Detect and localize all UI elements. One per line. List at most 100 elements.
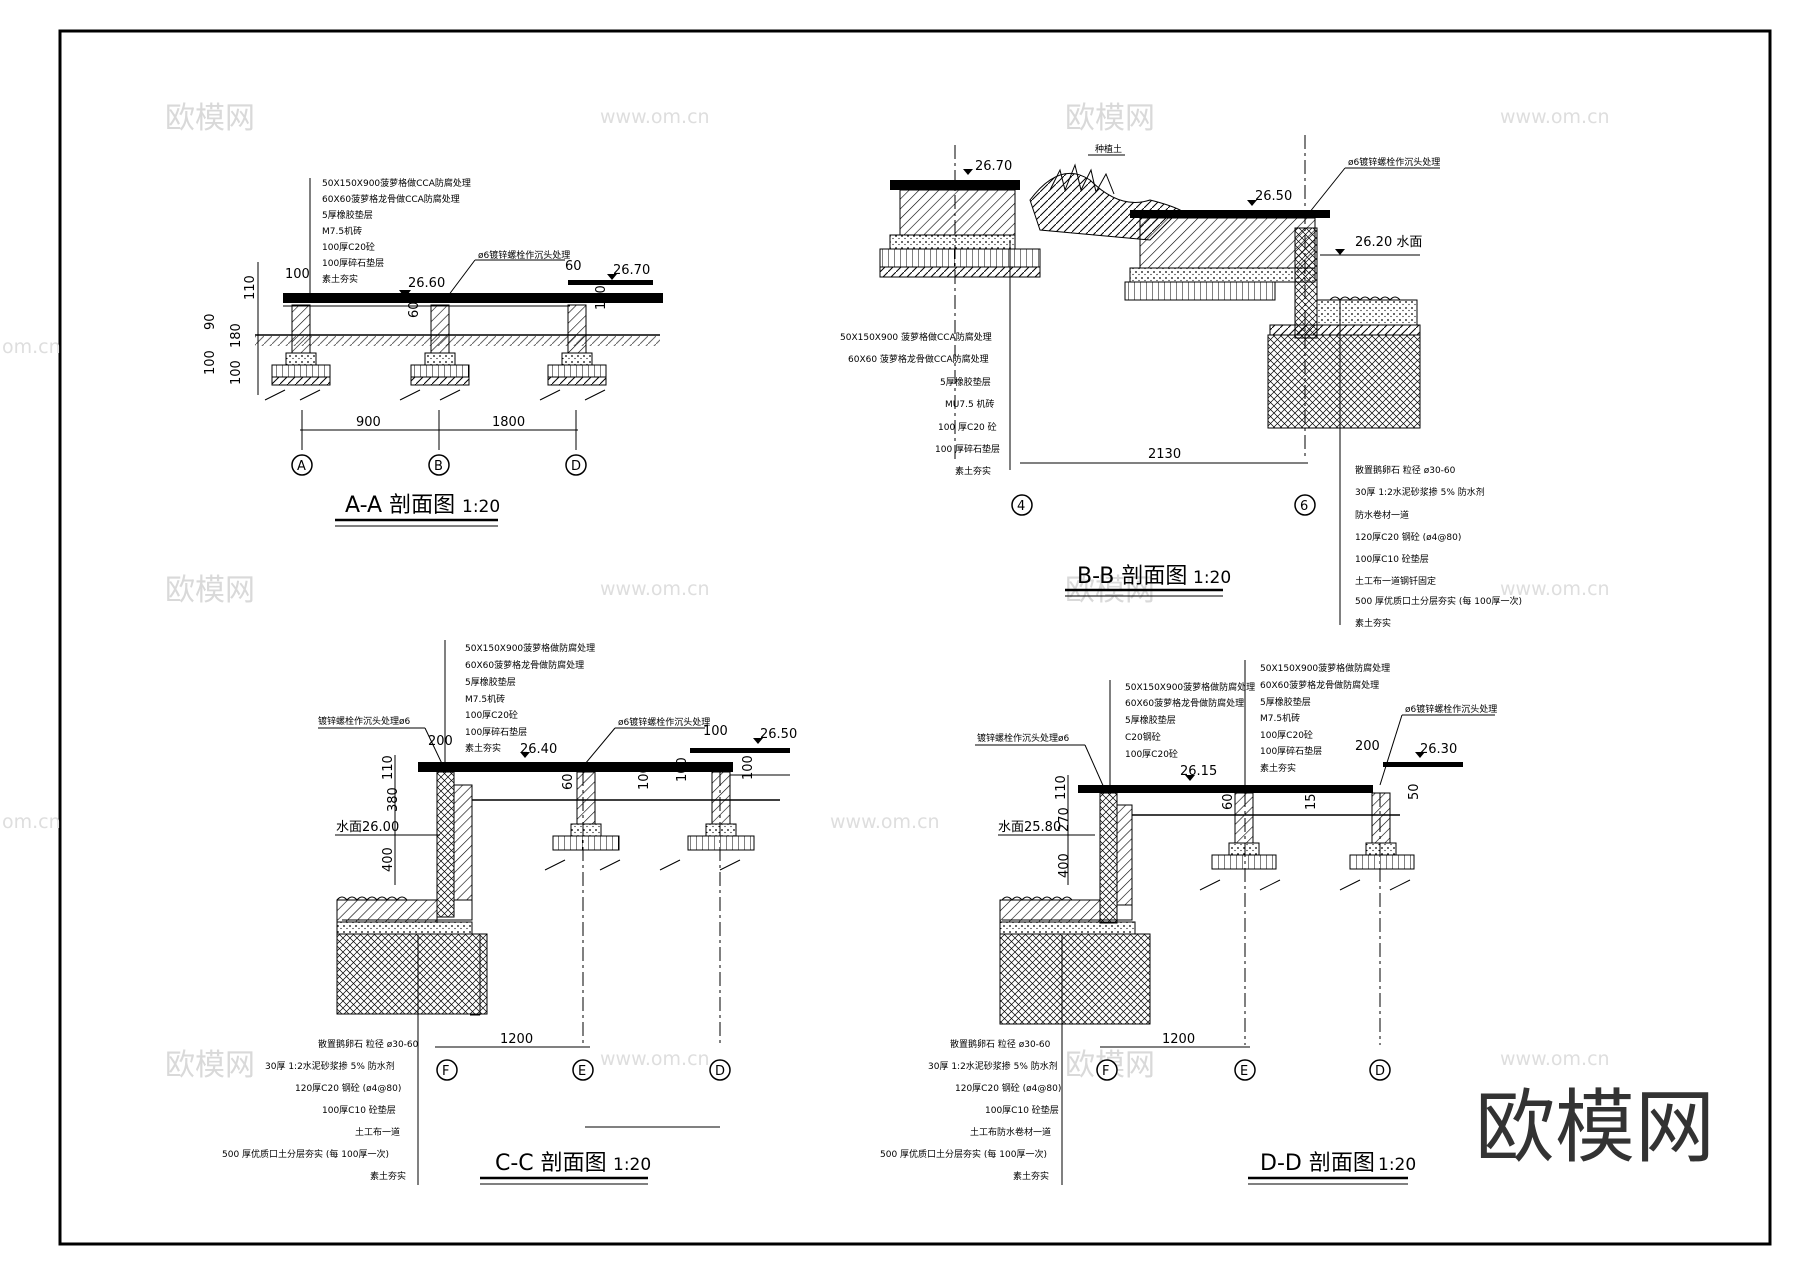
- watermark-site: www.om.cn: [600, 1048, 710, 1070]
- aa-dim: 180: [229, 323, 244, 348]
- bb-note: 60X60 菠萝格龙骨做CCA防腐处理: [848, 353, 989, 365]
- bb-axis-label: 6: [1300, 499, 1308, 514]
- dd-note: 100厚C20砼: [1125, 748, 1178, 760]
- cc-note: 500 厚优质口土分层夯实 (每 100厚一次): [222, 1148, 389, 1160]
- bb-axis-label: 4: [1017, 499, 1025, 514]
- dd-elevation: 26.30: [1420, 742, 1457, 757]
- dd-note: C20钢砼: [1125, 731, 1161, 743]
- bb-note: 100 厚碎石垫层: [935, 443, 1000, 455]
- bb-note: 散置鹅卵石 粒径 ø30-60: [1355, 464, 1456, 476]
- aa-note: 100厚碎石垫层: [322, 257, 384, 269]
- dd-axis-label: E: [1240, 1064, 1248, 1079]
- bb-note: 土工布一道钢钎固定: [1355, 575, 1436, 587]
- dd-axis-label: F: [1102, 1064, 1109, 1079]
- aa-axis-label: D: [571, 459, 581, 474]
- aa-footing: [410, 304, 470, 386]
- dd-note: 5厚橡胶垫层: [1125, 714, 1176, 726]
- bb-rammed-soil: [1267, 334, 1421, 429]
- dd-notes-left: 50X150X900菠萝格做防腐处理 60X60菠萝格龙骨做防腐处理 5厚橡胶垫…: [1125, 681, 1255, 760]
- cc-note: 散置鹅卵石 粒径 ø30-60: [318, 1038, 419, 1050]
- bb-notes-right: 散置鹅卵石 粒径 ø30-60 30厚 1:2水泥砂浆掺 5% 防水剂 防水卷材…: [1355, 464, 1522, 629]
- bb-axis-bubble: 4: [1011, 494, 1033, 516]
- aa-dim: 100: [594, 285, 609, 310]
- bb-scale: 1:20: [1193, 568, 1231, 588]
- bb-note: MU7.5 机砖: [945, 398, 995, 410]
- bb-elevation: 26.70: [975, 159, 1012, 174]
- dd-rammed-soil: [999, 933, 1151, 1025]
- cc-note: 素土夯实: [465, 742, 501, 754]
- brand-logo: 欧模网: [1475, 1081, 1715, 1174]
- bb-note: 500 厚优质口土分层夯实 (每 100厚一次): [1355, 595, 1522, 607]
- aa-note: 100厚C20砼: [322, 241, 375, 253]
- cc-note: 60X60菠萝格龙骨做防腐处理: [465, 659, 584, 671]
- bb-decking-left: [890, 180, 1020, 190]
- section-bb: 种植土 26.20 水面 26.70 26.50 ø6镀锌螺栓作沉头处理 50X…: [840, 135, 1522, 629]
- cc-note: 100厚碎石垫层: [465, 726, 527, 738]
- bb-note: 120厚C20 钢砼 (ø4@80): [1355, 531, 1461, 543]
- cc-note: 120厚C20 钢砼 (ø4@80): [295, 1082, 401, 1094]
- aa-axis-bubble: D: [565, 454, 587, 476]
- watermark-brand: 欧模网: [1065, 101, 1155, 136]
- aa-axis-label: B: [434, 459, 443, 474]
- dd-axis-label: D: [1375, 1064, 1385, 1079]
- bb-axis-bubble: 6: [1294, 494, 1316, 516]
- aa-anchor-note: ø6镀锌螺栓作沉头处理: [478, 249, 570, 261]
- cc-dim: 400: [381, 847, 396, 872]
- aa-note: 5厚橡胶垫层: [322, 209, 373, 221]
- cc-anchor-note: ø6镀锌螺栓作沉头处理: [618, 716, 710, 728]
- cc-dim: 1200: [500, 1032, 533, 1047]
- cc-dim: 100: [675, 757, 690, 782]
- aa-footing: [547, 304, 607, 386]
- bb-note: 50X150X900 菠萝格做CCA防腐处理: [840, 331, 992, 343]
- bb-note: 100厚C10 砼垫层: [1355, 553, 1429, 565]
- dd-note: M7.5机砖: [1260, 712, 1300, 724]
- bb-plant-label: 种植土: [1095, 143, 1122, 155]
- watermark-site: www.om.cn: [1500, 578, 1610, 600]
- bb-note: 素土夯实: [955, 465, 991, 477]
- aa-note: M7.5机砖: [322, 225, 362, 237]
- cc-footing: [687, 771, 755, 851]
- dd-axis-bubble: E: [1234, 1059, 1256, 1081]
- aa-elevation: 26.70: [613, 263, 650, 278]
- dd-footing: [1211, 792, 1277, 870]
- dd-dim: 400: [1057, 853, 1072, 878]
- section-dd: 50X150X900菠萝格做防腐处理 60X60菠萝格龙骨做防腐处理 5厚橡胶垫…: [880, 660, 1497, 1185]
- cc-note: 5厚橡胶垫层: [465, 676, 516, 688]
- aa-axis-label: A: [297, 459, 306, 474]
- dd-note: 100厚C20砼: [1260, 729, 1313, 741]
- dd-note: 100厚C10 砼垫层: [985, 1104, 1059, 1116]
- cc-footing: [552, 771, 620, 851]
- bb-note: 30厚 1:2水泥砂浆掺 5% 防水剂: [1355, 486, 1485, 498]
- bb-elevation: 26.50: [1255, 189, 1292, 204]
- watermark-site: www.om.cn: [830, 811, 940, 833]
- watermark-site: www.om.cn: [600, 578, 710, 600]
- cc-axis-bubble: D: [709, 1059, 731, 1081]
- cc-note: 30厚 1:2水泥砂浆掺 5% 防水剂: [265, 1060, 395, 1072]
- dd-notes-bottom: 散置鹅卵石 粒径 ø30-60 30厚 1:2水泥砂浆掺 5% 防水剂 120厚…: [880, 1038, 1061, 1182]
- dd-dim: 110: [1054, 775, 1069, 800]
- aa-dim: 100: [203, 350, 218, 375]
- bb-title: B-B 剖面图: [1077, 564, 1187, 589]
- dd-elevation: 26.15: [1180, 764, 1217, 779]
- dd-bolt-note: 镀锌螺栓作沉头处理ø6: [977, 732, 1070, 744]
- dd-note: 50X150X900菠萝格做防腐处理: [1260, 662, 1390, 674]
- watermark-site: www.om.cn: [1500, 1048, 1610, 1070]
- watermark-brand: 欧模网: [165, 101, 255, 136]
- aa-note: 60X60菠萝格龙骨做CCA防腐处理: [322, 193, 460, 205]
- cc-bolt-note: 镀锌螺栓作沉头处理ø6: [318, 715, 411, 727]
- dd-note: 120厚C20 钢砼 (ø4@80): [955, 1082, 1061, 1094]
- dd-note: 素土夯实: [1013, 1170, 1049, 1182]
- aa-dim: 110: [243, 275, 258, 300]
- cc-note: 素土夯实: [370, 1170, 406, 1182]
- bb-note: 5厚橡胶垫层: [940, 376, 991, 388]
- dd-footing: [1349, 792, 1415, 870]
- dd-dim: 150: [1304, 785, 1319, 810]
- dd-note: 素土夯实: [1260, 762, 1296, 774]
- watermark-site-partial: om.cn: [2, 811, 61, 833]
- watermark-brand: 欧模网: [165, 1048, 255, 1083]
- bb-notes-left: 50X150X900 菠萝格做CCA防腐处理 60X60 菠萝格龙骨做CCA防腐…: [840, 331, 1000, 477]
- aa-elevation: 26.60: [408, 276, 445, 291]
- dd-anchor-note: ø6镀锌螺栓作沉头处理: [1405, 703, 1497, 715]
- dd-decking: [1078, 785, 1373, 793]
- dd-note: 土工布防水卷材一道: [970, 1126, 1051, 1138]
